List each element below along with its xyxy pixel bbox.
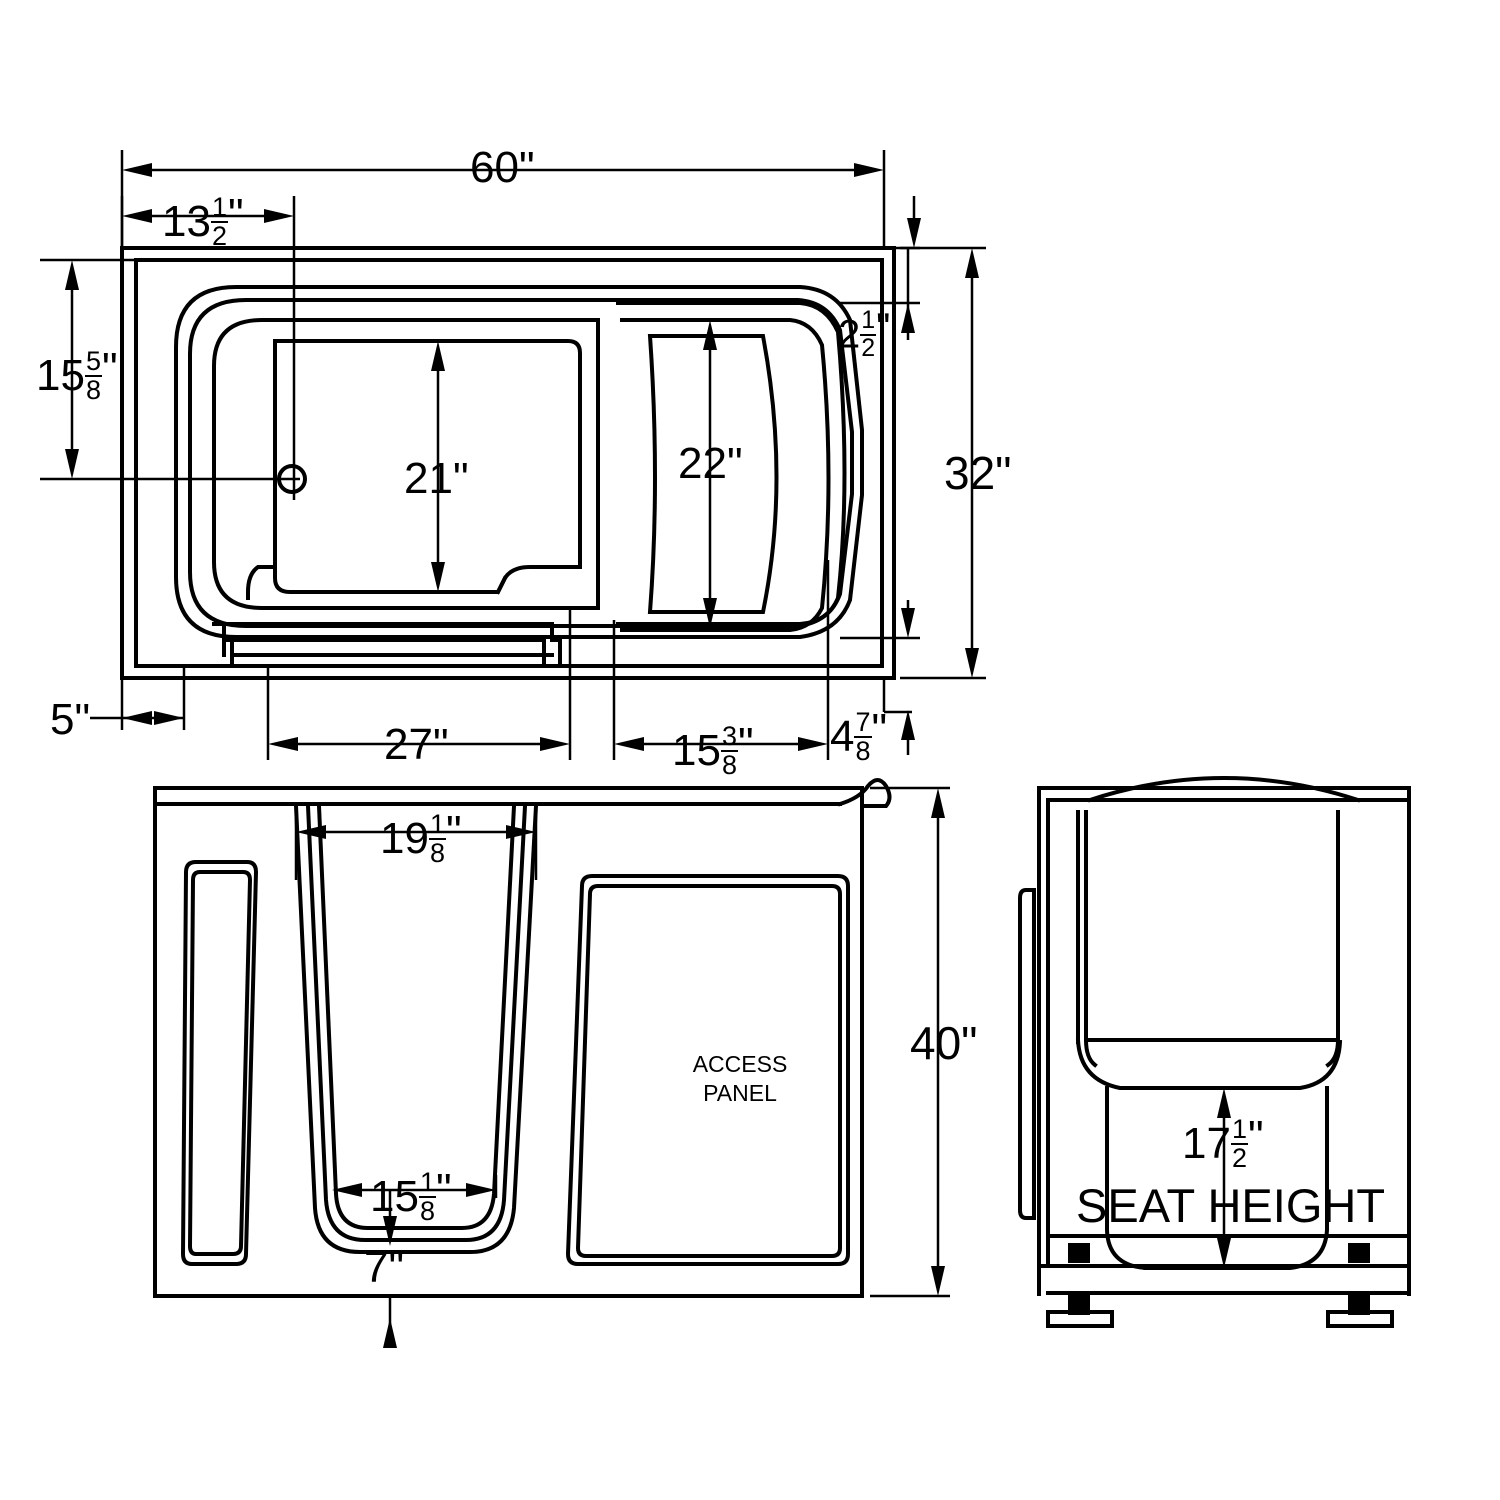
side-elevation-view <box>1018 776 1411 1328</box>
access-panel-label-line1: ACCESS <box>692 1051 788 1077</box>
dim-label-threshold-height: 7" <box>364 1243 405 1292</box>
front-elevation-view <box>153 778 950 1348</box>
dim-label-door-width: 22" <box>678 439 743 488</box>
dimension-overall-height-40 <box>870 786 950 1298</box>
access-panel-outer <box>565 874 850 1266</box>
door-opening-inner <box>305 803 528 1242</box>
access-panel-label: ACCESS PANEL <box>650 1050 830 1109</box>
dim-label-overall-width: 32" <box>944 447 1012 499</box>
dim-label-interior-depth: 21" <box>404 454 469 503</box>
side-cavity-left <box>1084 810 1098 1068</box>
door-panel-curved <box>647 334 779 614</box>
side-grab-handle <box>1018 888 1036 1220</box>
foot-block-right-upper <box>1348 1243 1370 1263</box>
dim-label-overall-height: 40" <box>910 1017 978 1069</box>
dim-label-overall-length: 60" <box>470 143 535 192</box>
door-opening-inner-2 <box>316 803 517 1230</box>
dimension-threshold-height-7 <box>383 1190 397 1348</box>
front-rim-corner-bump <box>837 778 892 808</box>
dimension-seat-offset-13-5 <box>120 196 296 500</box>
front-left-recess-outer <box>180 860 259 1266</box>
side-cavity-right <box>1325 810 1340 1068</box>
tub-rim-outer-profile <box>174 285 864 639</box>
tub-basin-corner-fillet-right <box>495 575 508 595</box>
dim-label-apron-offset: 5" <box>50 695 91 744</box>
dimension-overall-width-32 <box>900 246 986 680</box>
foot-post-right <box>1348 1293 1370 1315</box>
top-plan-view <box>40 150 986 760</box>
apron-step-1 <box>212 622 562 668</box>
dimension-door-length-15-38 <box>612 560 830 760</box>
seat-height-label: SEAT HEIGHT <box>1076 1179 1386 1232</box>
tub-inner-outline <box>134 258 884 668</box>
tub-basin-ledge <box>212 318 600 610</box>
dimension-interior-depth-21 <box>431 341 445 592</box>
access-panel-inner <box>575 884 842 1258</box>
dimension-door-opening-bottom-15-18 <box>332 1175 498 1198</box>
tub-basin-corner-fillet-left <box>246 565 277 600</box>
tub-rim-inner-profile <box>188 298 854 628</box>
tub-outer-outline <box>120 246 896 680</box>
dimension-apron-offset-5 <box>90 666 186 730</box>
front-left-recess-inner <box>187 870 253 1256</box>
access-panel-label-line2: PANEL <box>703 1080 777 1107</box>
dimension-left-offset-15-58 <box>40 258 300 481</box>
dimension-seat-height-17-12 <box>1217 1088 1231 1268</box>
dimension-basin-length-27 <box>266 610 572 760</box>
foot-pad-right <box>1326 1310 1394 1328</box>
dimension-door-opening-top-19-18 <box>294 804 538 880</box>
dimension-end-offset-4-78 <box>882 678 915 755</box>
foot-block-left-upper <box>1068 1243 1090 1263</box>
apron-step-2 <box>222 638 554 657</box>
dimension-bottom-right-leader <box>840 600 920 640</box>
foot-pad-left <box>1046 1310 1114 1328</box>
dimension-top-leader-arrow <box>907 196 921 248</box>
dimension-door-width-22 <box>703 320 717 628</box>
door-opening-outer <box>293 803 539 1254</box>
apron-step-3 <box>230 653 546 668</box>
side-seat-curve <box>1075 1037 1343 1090</box>
side-arched-rim <box>1087 776 1361 803</box>
dim-label-basin-length: 27" <box>384 720 449 769</box>
front-body-outline <box>153 786 864 1298</box>
foot-post-left <box>1068 1293 1090 1315</box>
